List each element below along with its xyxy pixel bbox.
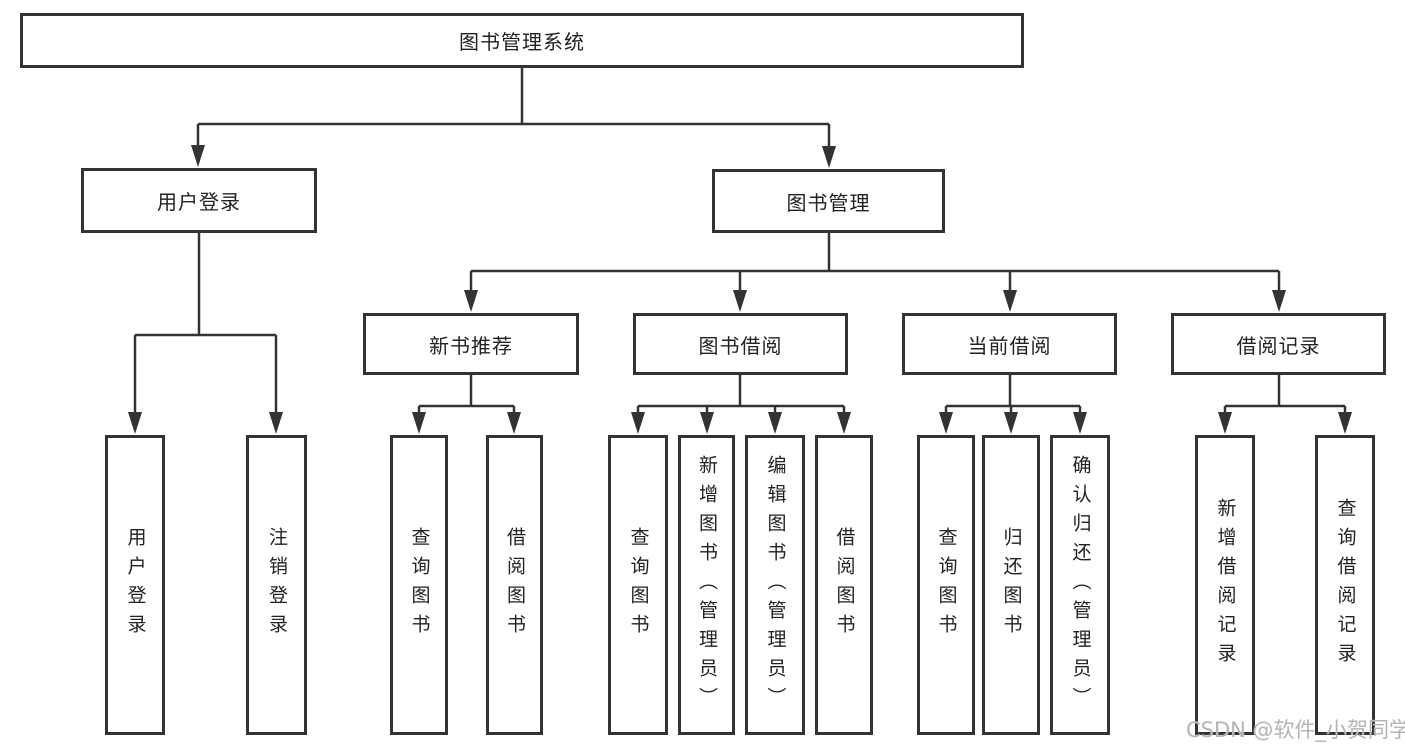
csdn-watermark: CSDN @软件_小贺同学 bbox=[1186, 718, 1405, 742]
leaf-logout: 注销登录 bbox=[246, 435, 307, 735]
node-new-book-recommend-label: 新书推荐 bbox=[429, 333, 513, 358]
node-new-book-recommend: 新书推荐 bbox=[363, 313, 579, 375]
leaf-return-book: 归还图书 bbox=[982, 435, 1040, 735]
leaf-query-books: 查询图书 bbox=[390, 435, 448, 735]
leaf-query-books-label: 查询图书 bbox=[627, 527, 650, 643]
leaf-logout-label: 注销登录 bbox=[266, 527, 288, 643]
node-current-borrow-label: 当前借阅 bbox=[967, 333, 1052, 358]
node-root-system: 图书管理系统 bbox=[20, 13, 1024, 68]
leaf-add-borrow-record-label: 新增借阅记录 bbox=[1214, 498, 1237, 672]
leaf-query-borrow-record-label: 查询借阅记录 bbox=[1334, 498, 1357, 672]
leaf-query-books-label: 查询图书 bbox=[408, 527, 431, 643]
node-borrow-records: 借阅记录 bbox=[1171, 313, 1386, 375]
leaf-edit-book-admin: 编辑图书（管理员） bbox=[745, 435, 805, 735]
node-book-management: 图书管理 bbox=[712, 169, 945, 233]
leaf-edit-book-admin-label: 编辑图书（管理员） bbox=[764, 454, 787, 716]
leaf-confirm-return-admin: 确认归还（管理员） bbox=[1050, 435, 1110, 735]
leaf-query-books-label: 查询图书 bbox=[935, 527, 958, 643]
leaf-user-login-label: 用户登录 bbox=[124, 527, 147, 643]
leaf-add-borrow-record: 新增借阅记录 bbox=[1195, 435, 1255, 735]
leaf-query-books: 查询图书 bbox=[608, 435, 668, 735]
node-user-login: 用户登录 bbox=[81, 168, 317, 233]
node-user-login-label: 用户登录 bbox=[157, 190, 241, 214]
leaf-user-login: 用户登录 bbox=[105, 435, 165, 735]
leaf-add-book-admin-label: 新增图书（管理员） bbox=[696, 454, 718, 716]
node-book-borrow: 图书借阅 bbox=[633, 313, 848, 375]
leaf-query-borrow-record: 查询借阅记录 bbox=[1315, 435, 1375, 735]
node-current-borrow: 当前借阅 bbox=[902, 313, 1117, 375]
leaf-borrow-books-label: 借阅图书 bbox=[833, 527, 856, 643]
node-book-borrow-label: 图书借阅 bbox=[698, 333, 783, 358]
leaf-borrow-books-label: 借阅图书 bbox=[504, 527, 526, 643]
node-book-management-label: 图书管理 bbox=[786, 190, 871, 215]
leaf-confirm-return-admin-label: 确认归还（管理员） bbox=[1069, 454, 1092, 716]
leaf-borrow-books: 借阅图书 bbox=[815, 435, 873, 735]
leaf-borrow-books: 借阅图书 bbox=[486, 435, 543, 735]
node-root-label: 图书管理系统 bbox=[459, 30, 585, 54]
leaf-add-book-admin: 新增图书（管理员） bbox=[678, 435, 735, 735]
node-borrow-records-label: 借阅记录 bbox=[1236, 333, 1321, 358]
leaf-return-book-label: 归还图书 bbox=[1000, 527, 1023, 643]
leaf-query-books: 查询图书 bbox=[917, 435, 975, 735]
